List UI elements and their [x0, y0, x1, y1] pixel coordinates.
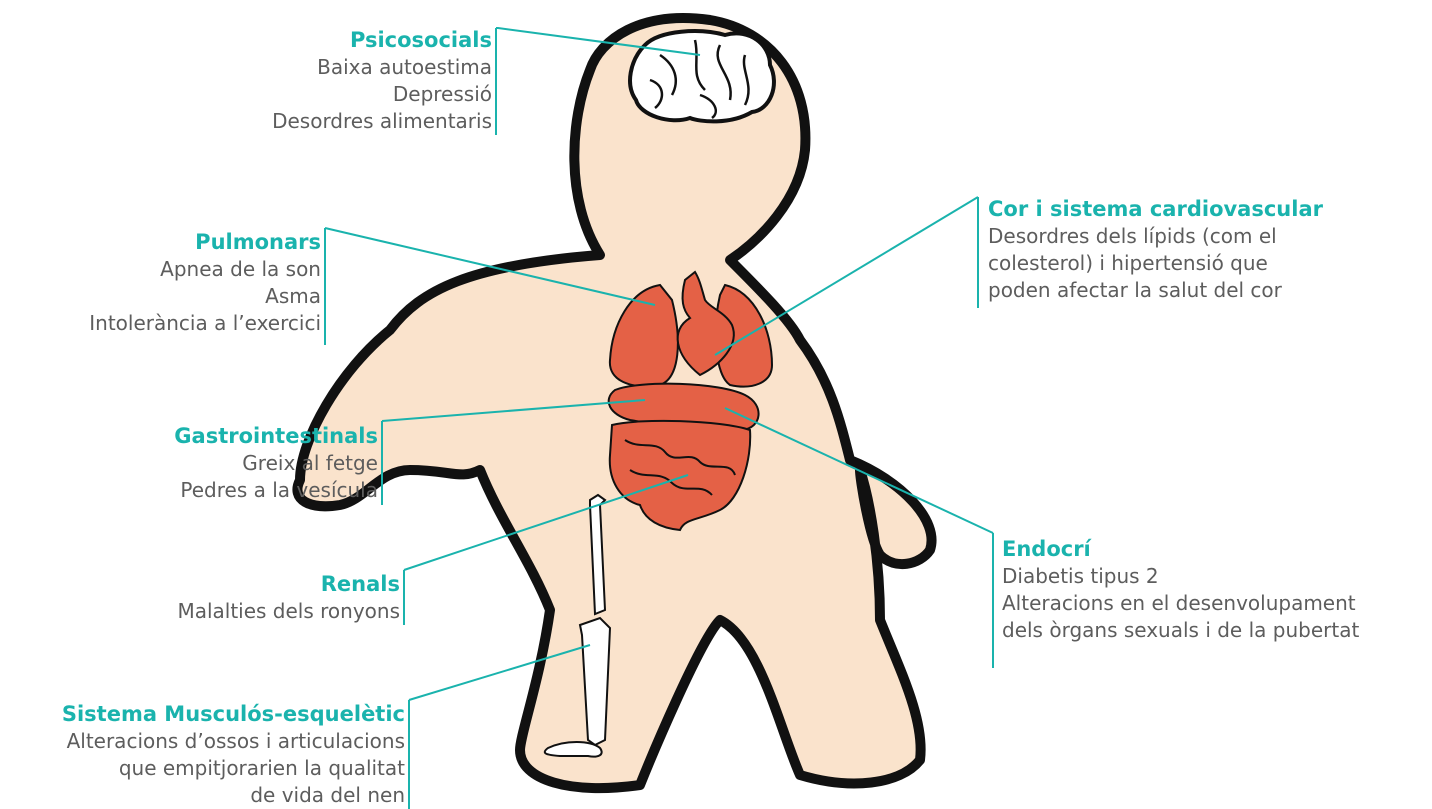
callout-cor: Cor i sistema cardiovascular Desordres d… [988, 195, 1323, 304]
callout-line: Greix al fetge [174, 450, 378, 477]
callout-title: Psicosocials [272, 26, 492, 54]
brain-icon [630, 31, 774, 121]
callout-line: colesterol) i hipertensió que [988, 250, 1323, 277]
callout-line: Desordres alimentaris [272, 108, 492, 135]
callout-gastrointestinals: Gastrointestinals Greix al fetge Pedres … [174, 422, 378, 504]
callout-line: Intolerància a l’exercici [89, 310, 321, 337]
callout-title: Gastrointestinals [174, 422, 378, 450]
callout-line: dels òrgans sexuals i de la pubertat [1002, 617, 1359, 644]
callout-line: Alteracions d’ossos i articulacions [62, 728, 405, 755]
callout-line: Pedres a la vesícula [174, 477, 378, 504]
callout-endocri: Endocrí Diabetis tipus 2 Alteracions en … [1002, 535, 1359, 644]
callout-line: que empitjorarien la qualitat [62, 755, 405, 782]
callout-line: Asma [89, 283, 321, 310]
callout-line: poden afectar la salut del cor [988, 277, 1323, 304]
callout-renals: Renals Malalties dels ronyons [177, 570, 400, 625]
callout-title: Pulmonars [89, 228, 321, 256]
callout-line: Apnea de la son [89, 256, 321, 283]
callout-line: Baixa autoestima [272, 54, 492, 81]
callout-title: Cor i sistema cardiovascular [988, 195, 1323, 223]
callout-title: Renals [177, 570, 400, 598]
callout-line: Diabetis tipus 2 [1002, 563, 1359, 590]
callout-pulmonars: Pulmonars Apnea de la son Asma Intoleràn… [89, 228, 321, 337]
callout-musculo-esqueletic: Sistema Musculós-esquelètic Alteracions … [62, 700, 405, 809]
callout-line: Desordres dels lípids (com el [988, 223, 1323, 250]
callout-line: Alteracions en el desenvolupament [1002, 590, 1359, 617]
callout-line: Depressió [272, 81, 492, 108]
callout-line: Malalties dels ronyons [177, 598, 400, 625]
callout-psicosocials: Psicosocials Baixa autoestima Depressió … [272, 26, 492, 135]
callout-title: Endocrí [1002, 535, 1359, 563]
callout-title: Sistema Musculós-esquelètic [62, 700, 405, 728]
callout-line: de vida del nen [62, 782, 405, 809]
